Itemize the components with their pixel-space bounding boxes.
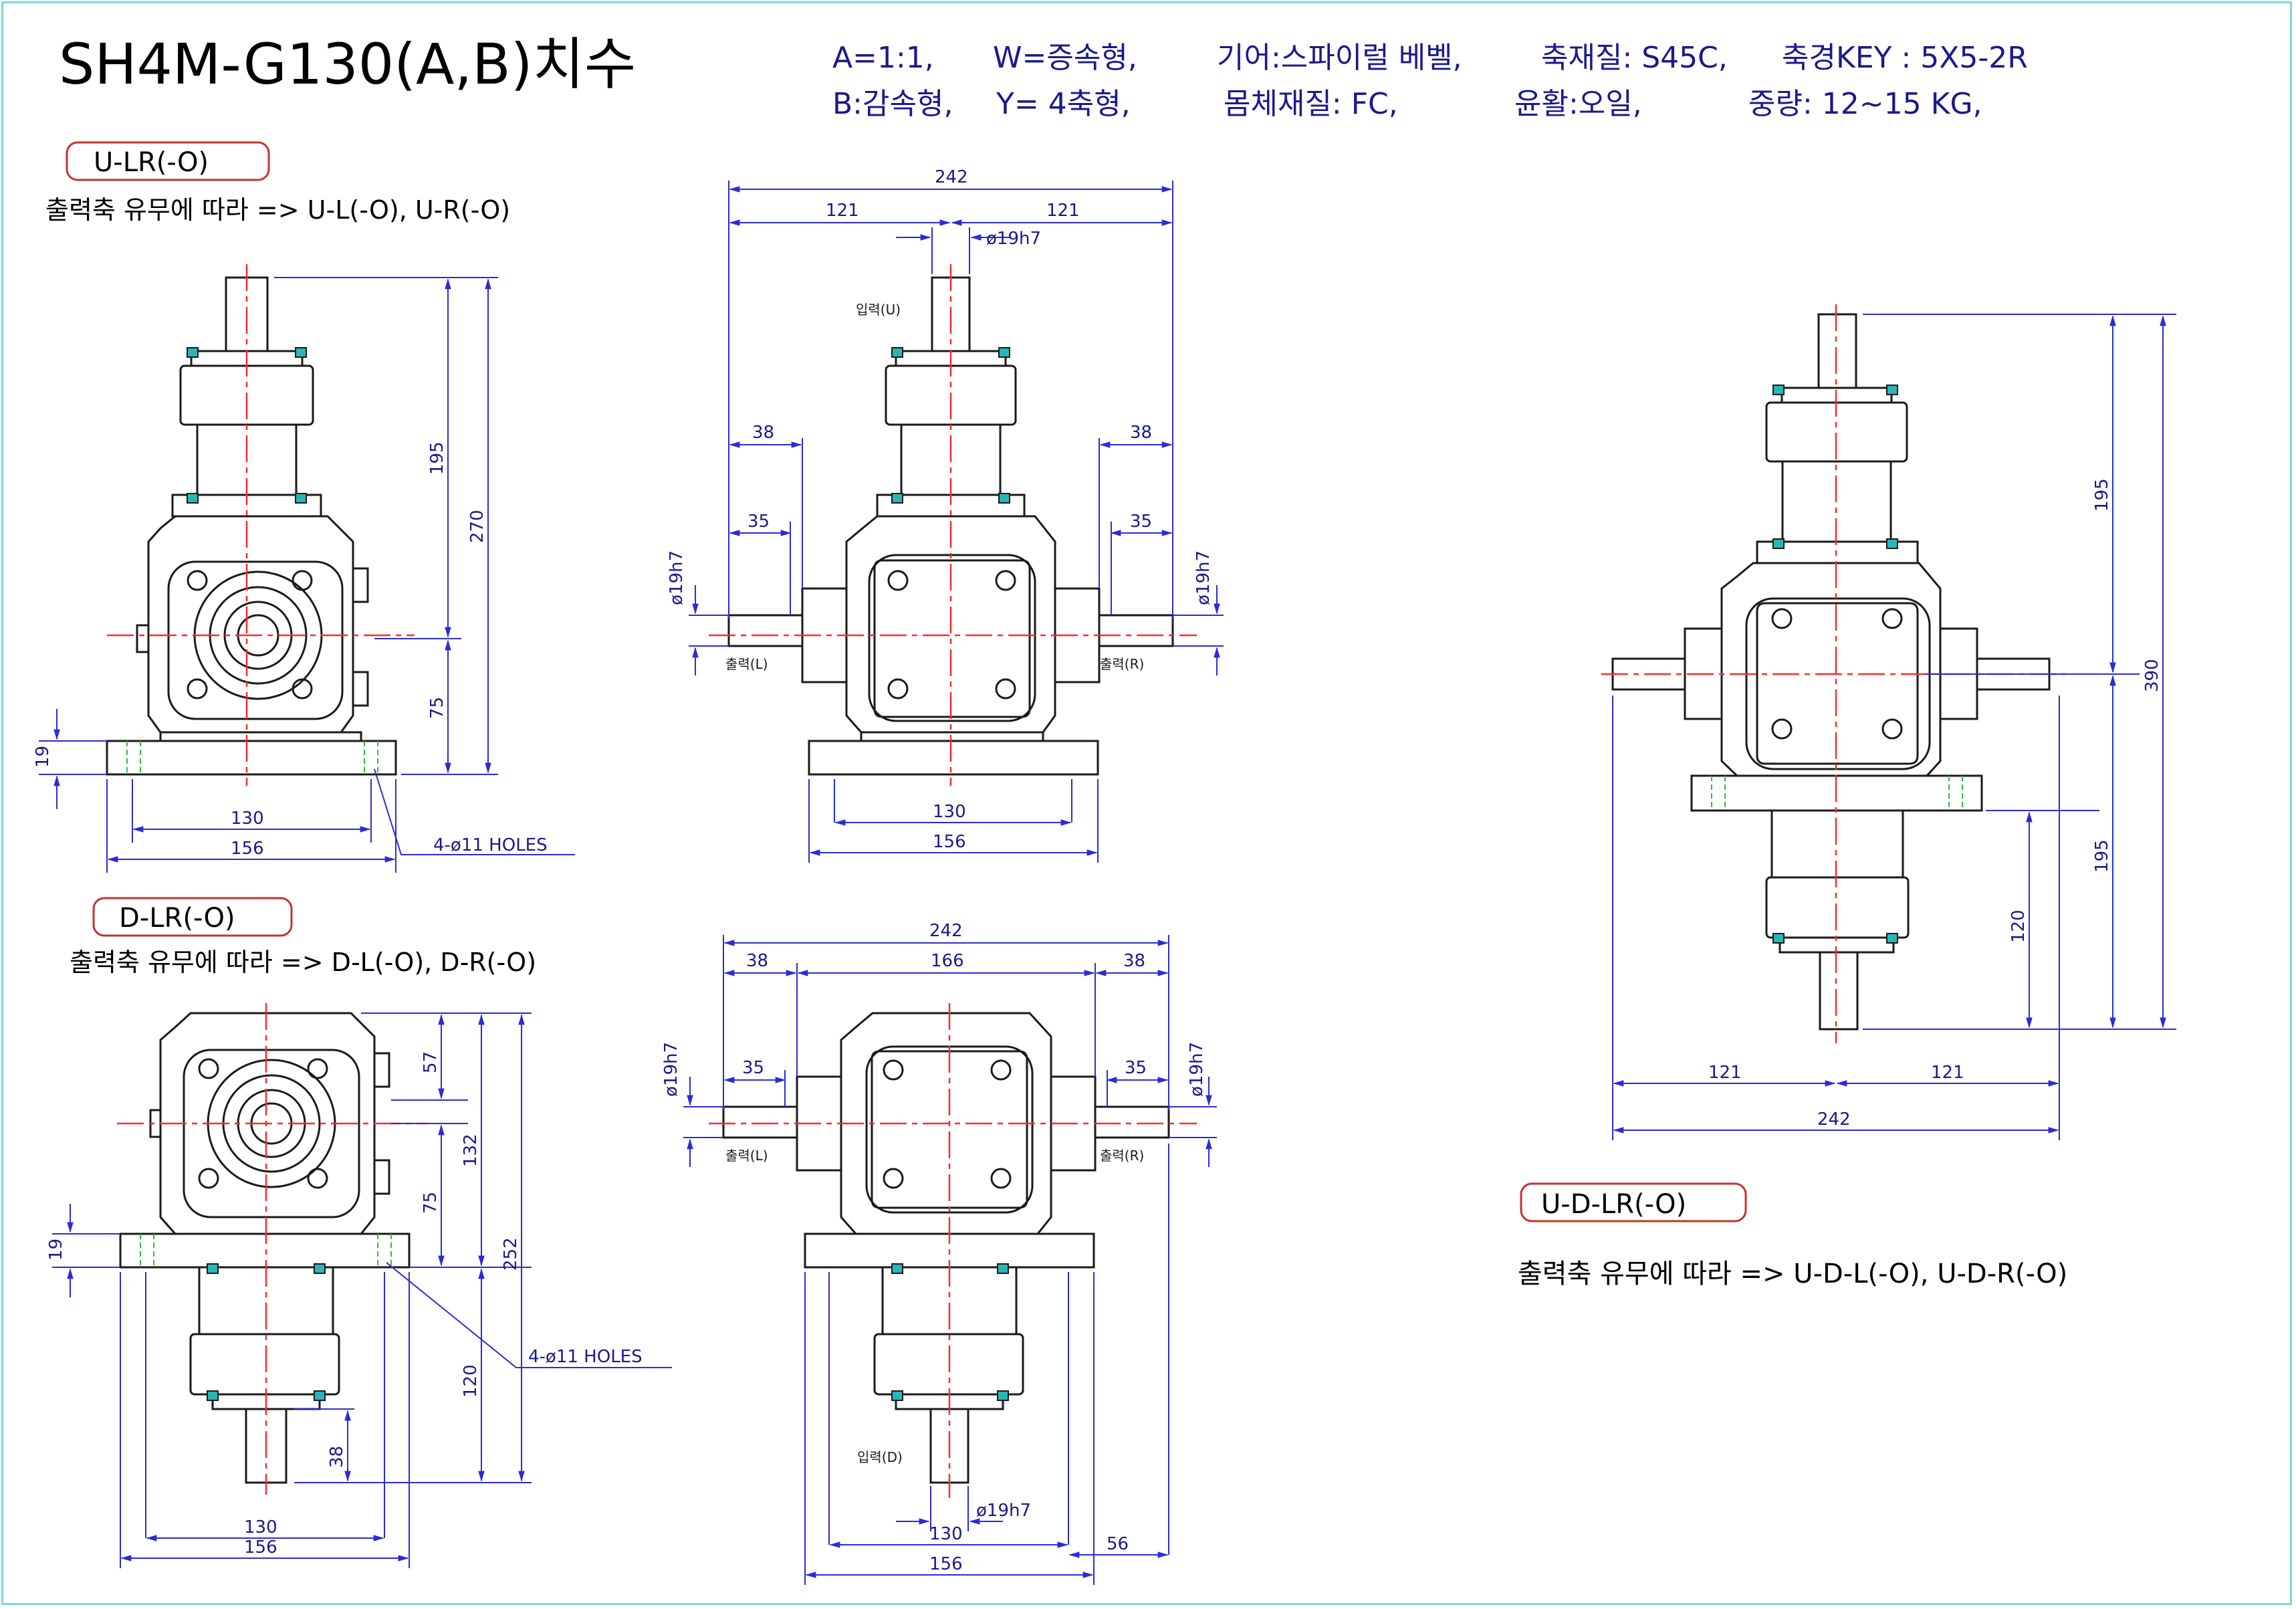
dim-dlrf-35r: 35	[1125, 1058, 1147, 1078]
dim-udlr-242: 242	[1817, 1109, 1851, 1130]
spec-weight: 중량: 12~15 KG,	[1748, 87, 1982, 121]
dim-dlr-75: 75	[421, 1192, 441, 1214]
badge-udlr-frame	[1520, 1182, 1747, 1222]
dim-ulr-156: 156	[231, 839, 264, 859]
label-output-l2: 출력(L)	[725, 1148, 768, 1164]
dim-dlr-holes: 4-ø11 HOLES	[528, 1347, 643, 1367]
dim-dlr-130: 130	[244, 1517, 277, 1537]
badge-dlr-frame	[92, 897, 293, 937]
spec-gear: 기어:스파이럴 베벨,	[1217, 41, 1462, 75]
badge-dlr: D-LR(-O)	[119, 903, 235, 934]
label-output-r2: 출력(R)	[1100, 1148, 1144, 1164]
note-dlr: 출력축 유무에 따라 => D-L(-O), D-R(-O)	[70, 948, 536, 977]
label-output-r: 출력(R)	[1100, 656, 1144, 672]
dim-ulrf-121a: 121	[826, 201, 859, 221]
dim-ulr-75: 75	[427, 697, 447, 719]
dim-dlr-38: 38	[327, 1446, 347, 1468]
drawing-title: SH4M-G130(A,B)치수	[59, 31, 636, 97]
label-output-l: 출력(L)	[725, 656, 768, 672]
dim-udlr-121b: 121	[1931, 1063, 1964, 1083]
spec-shaft-material: 축재질: S45C,	[1541, 41, 1728, 75]
dim-dlr-156: 156	[244, 1537, 277, 1558]
dim-udlr-195a: 195	[2092, 478, 2112, 512]
spec-key: 축경KEY : 5X5-2R	[1782, 41, 2028, 75]
dim-dlrf-phi-l: ø19h7	[661, 1042, 681, 1097]
spec-ratio-a: A=1:1,	[832, 41, 934, 75]
dim-udlr-195b: 195	[2092, 839, 2112, 873]
dim-ulrf-phi-l: ø19h7	[667, 550, 687, 605]
dim-ulrf-phi-top: ø19h7	[986, 229, 1041, 249]
dim-udlr-390: 390	[2142, 659, 2162, 692]
dim-ulr-195: 195	[427, 441, 447, 475]
spec-type-w: W=증속형,	[993, 41, 1137, 75]
badge-udlr: U-D-LR(-O)	[1541, 1189, 1686, 1220]
dim-dlrf-phi-bottom: ø19h7	[976, 1501, 1031, 1521]
dim-ulrf-35r: 35	[1130, 512, 1152, 532]
dim-ulrf-phi-r: ø19h7	[1193, 550, 1214, 605]
dim-ulrf-130: 130	[933, 802, 966, 822]
dim-dlrf-35l: 35	[742, 1058, 764, 1078]
label-input-d: 입력(D)	[857, 1449, 903, 1465]
dim-ulrf-35l: 35	[748, 512, 770, 532]
view-udlr: 195 390 195 120 121 121 242 U-D-LR(-O) 출…	[1518, 304, 2176, 1289]
dim-ulrf-38l: 38	[752, 423, 774, 443]
dim-dlrf-phi-r: ø19h7	[1187, 1042, 1207, 1097]
spec-ratio-b: B:감속형,	[832, 87, 953, 121]
view-ulr: U-LR(-O) 출력축 유무에 따라 => U-L(-O), U-R(-O)	[33, 141, 575, 873]
dim-dlr-132: 132	[461, 1134, 481, 1167]
dim-ulr-270: 270	[467, 510, 487, 543]
dim-dlrf-242: 242	[929, 921, 963, 941]
dim-ulrf-121b: 121	[1046, 201, 1080, 221]
dim-udlr-121a: 121	[1708, 1063, 1742, 1083]
dim-ulr-130: 130	[231, 809, 264, 829]
dim-ulr-holes: 4-ø11 HOLES	[433, 835, 548, 855]
dim-dlr-120: 120	[461, 1364, 481, 1398]
view-dlr: D-LR(-O) 출력축 유무에 따라 => D-L(-O), D-R(-O)	[46, 897, 672, 1568]
dim-dlrf-130: 130	[929, 1524, 963, 1544]
dim-dlrf-38l: 38	[746, 951, 768, 971]
note-udlr: 출력축 유무에 따라 => U-D-L(-O), U-D-R(-O)	[1518, 1259, 2067, 1289]
spec-body-material: 몸체재질: FC,	[1224, 87, 1398, 121]
note-ulr: 출력축 유무에 따라 => U-L(-O), U-R(-O)	[45, 195, 510, 225]
dim-dlrf-56: 56	[1107, 1534, 1129, 1554]
badge-ulr-frame	[66, 141, 270, 181]
dim-ulrf-38r: 38	[1130, 423, 1152, 443]
view-ulr-front: 242 121 121 ø19h7 38 38 35 35 ø19h7 ø19h…	[667, 167, 1224, 863]
dim-dlr-252: 252	[501, 1237, 521, 1271]
badge-ulr: U-LR(-O)	[94, 147, 209, 178]
dim-udlr-120: 120	[2008, 909, 2029, 943]
dim-dlr-57: 57	[421, 1051, 441, 1073]
spec-lubrication: 윤활:오일,	[1514, 87, 1642, 121]
dim-dlr-19: 19	[46, 1239, 66, 1261]
dim-dlrf-38r: 38	[1123, 951, 1145, 971]
spec-type-y: Y= 4축형,	[996, 87, 1131, 121]
dim-ulr-19: 19	[33, 746, 53, 768]
dim-dlrf-156: 156	[929, 1554, 963, 1574]
dim-ulrf-242: 242	[935, 167, 968, 187]
dim-dlrf-166: 166	[931, 951, 964, 971]
view-dlr-front: 242 38 166 38 35 35 ø19h7 ø19h7 ø19h7 13…	[661, 921, 1217, 1585]
dim-ulrf-156: 156	[933, 832, 966, 852]
label-input-u: 입력(U)	[856, 302, 901, 318]
